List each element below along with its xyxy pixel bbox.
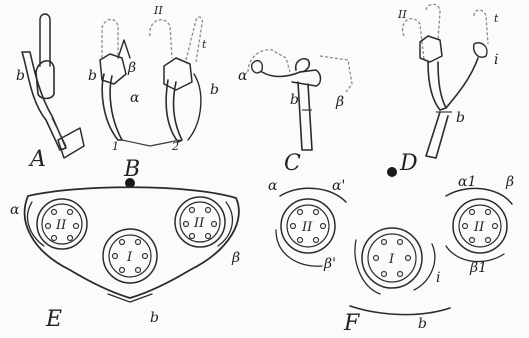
panel-label-e: E (45, 307, 62, 332)
label-e-beta: β (231, 250, 240, 266)
panel-label-a: A (28, 147, 46, 172)
label-b-top-t: t (202, 38, 207, 51)
panel-label-f: F (343, 311, 360, 336)
label-f-beta-prime: β' (323, 256, 336, 272)
label-b-top-ii: II (153, 4, 163, 17)
label-b-alpha: α (130, 90, 140, 106)
label-f-b: b (418, 316, 427, 332)
panel-e-diagram (25, 178, 239, 302)
label-d-ii: II (397, 8, 407, 21)
panel-label-b: B (123, 157, 140, 182)
label-f-left-ii: II (301, 220, 313, 235)
panel-a-drawing (22, 14, 84, 158)
label-f-center-i: I (388, 252, 395, 267)
label-b-two: 2 (171, 140, 179, 153)
panel-label-d: D (399, 151, 418, 176)
label-f-i: i (436, 270, 440, 286)
axis-dot-f (387, 167, 397, 177)
flower-f-center (355, 228, 435, 294)
label-e-right-ii: II (193, 216, 205, 231)
panel-f-diagram (276, 167, 512, 315)
label-c-alpha: α (238, 68, 248, 84)
label-f-alpha1: α1 (458, 174, 476, 190)
label-b-b: b (88, 68, 97, 84)
label-f-right-ii: II (473, 220, 485, 235)
label-d-i: i (494, 52, 498, 68)
label-c-beta: β (335, 94, 344, 110)
panel-b-drawing (100, 17, 202, 146)
label-f-alpha: α (268, 178, 278, 194)
panel-d-drawing (403, 4, 488, 158)
label-b-beta: β (127, 60, 136, 76)
label-a-b: b (16, 68, 25, 84)
label-d-t: t (494, 12, 499, 25)
bract-e-outline (25, 187, 239, 298)
label-f-beta1: β1 (469, 260, 487, 276)
label-c-b: b (290, 92, 299, 108)
label-f-alpha-prime: α' (332, 178, 345, 194)
label-d-b: b (456, 110, 465, 126)
label-b-right-b: b (210, 82, 219, 98)
label-e-alpha: α (10, 202, 20, 218)
label-f-beta: β (505, 174, 514, 190)
label-e-center-i: I (126, 250, 133, 265)
label-e-left-ii: II (55, 218, 67, 233)
label-b-one: 1 (112, 140, 119, 153)
panel-label-c: C (284, 151, 301, 176)
label-e-b: b (150, 310, 159, 326)
